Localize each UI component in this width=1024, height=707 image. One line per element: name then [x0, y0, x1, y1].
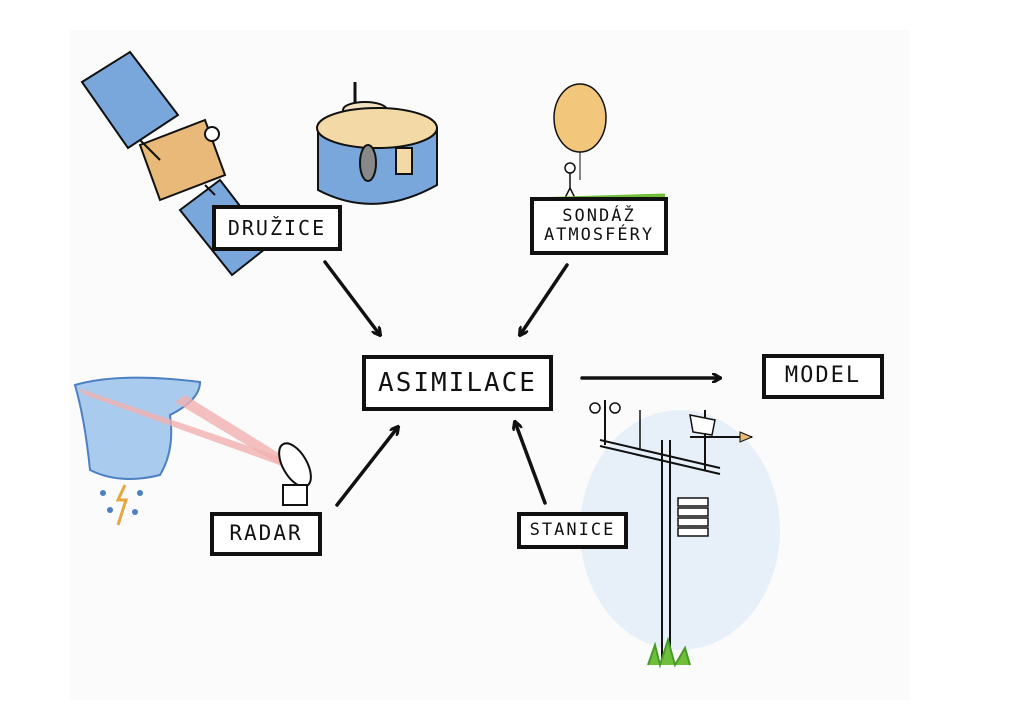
- node-model-label: MODEL: [784, 363, 862, 389]
- node-sondaz-label-line1: SONDÁŽ: [562, 206, 636, 227]
- node-asimilace: ASIMILACE: [362, 355, 553, 411]
- arrow-druzice-to-asimilace: [323, 260, 380, 335]
- storm-cloud-icon: [73, 376, 290, 526]
- node-sondaz-label-line2: ATMOSFÉRY: [543, 225, 655, 245]
- node-radar-label: RADAR: [229, 521, 303, 546]
- node-druzice-label: DRUŽICE: [227, 216, 327, 240]
- node-stanice-label: STANICE: [529, 520, 616, 541]
- node-asimilace-label: ASIMILACE: [378, 367, 537, 398]
- arrow-radar-to-asimilace: [335, 427, 398, 507]
- node-stanice: STANICE: [517, 512, 628, 549]
- node-radar: RADAR: [210, 512, 322, 556]
- radar-dish-icon: [278, 442, 312, 506]
- arrow-stanice-to-asimilace: [515, 422, 547, 505]
- weather-station-icon: [580, 400, 780, 669]
- arrow-sondaz-to-asimilace: [520, 263, 569, 335]
- node-sondaz-atmosfery: SONDÁŽ ATMOSFÉRY: [530, 197, 668, 255]
- node-model: MODEL: [762, 354, 884, 399]
- satellite-cylinder-icon: [316, 82, 438, 205]
- node-druzice: DRUŽICE: [212, 205, 342, 251]
